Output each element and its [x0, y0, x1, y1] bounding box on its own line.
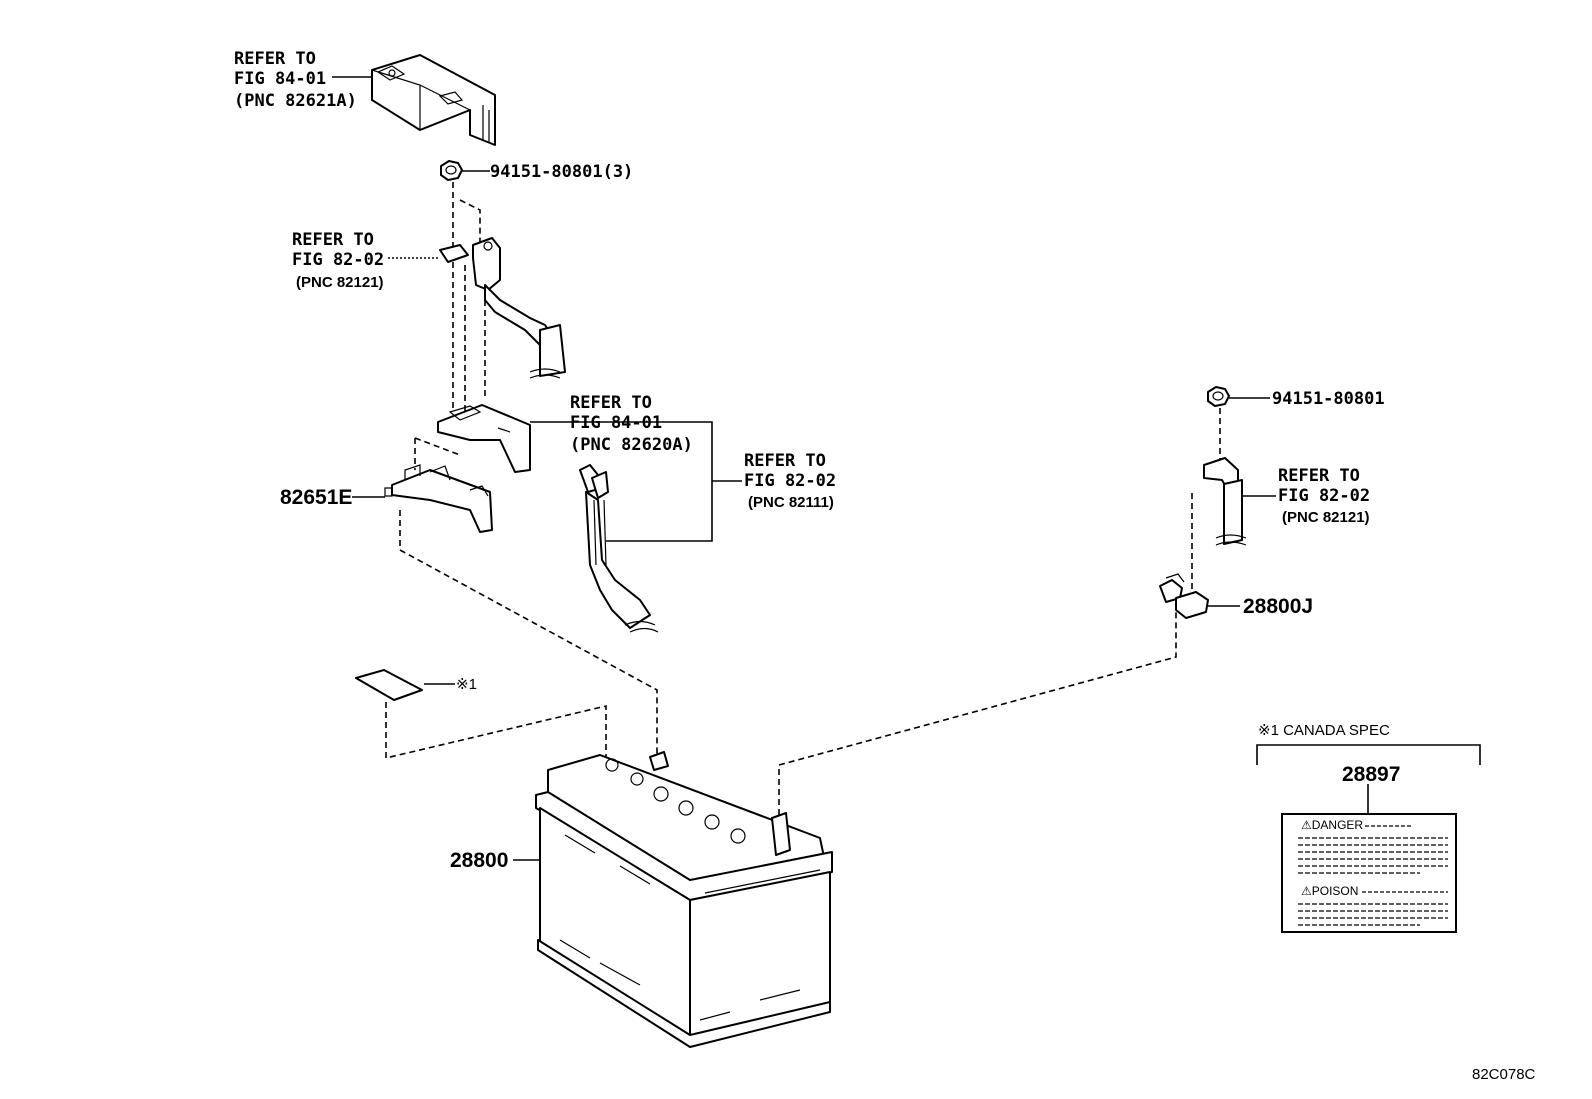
canada-label-part-number: 28897 — [1342, 763, 1400, 786]
neg-cable-ref-line2: FIG 82-02 — [292, 250, 384, 270]
battery-sensor-part — [1159, 573, 1209, 619]
poison-heading: ⚠POISON — [1301, 884, 1358, 898]
clamp-ref-line1: REFER TO — [570, 393, 652, 413]
clamp-ref-line3: (PNC 82620A) — [570, 435, 693, 455]
pos-cable-ref-line1: REFER TO — [744, 451, 826, 471]
cover-ref-line1: REFER TO — [234, 49, 316, 69]
danger-text-lines — [1298, 837, 1448, 874]
neg-cable-ref-line1: REFER TO — [292, 230, 374, 250]
sensor-label: 28800J — [1243, 595, 1313, 618]
poison-text-lines — [1298, 903, 1448, 926]
pos-cable-part — [579, 464, 659, 633]
battery-cover-part — [371, 54, 496, 146]
neg-cable-ref-line3: (PNC 82121) — [296, 274, 384, 291]
figure-id: 82C078C — [1472, 1066, 1536, 1083]
battery-clamp-part — [437, 404, 531, 473]
cover-ref-line3: (PNC 82621A) — [234, 91, 357, 111]
cover-ref-line2: FIG 84-01 — [234, 69, 326, 89]
note-mark-label: ※1 — [456, 676, 477, 693]
danger-heading: ⚠DANGER — [1301, 818, 1363, 832]
canada-spec-box: ※1 CANADA SPEC 28897 ⚠DANGER ⚠POISON — [1256, 722, 1481, 933]
right-cable-ref-line1: REFER TO — [1278, 466, 1360, 486]
nut-right-label: 94151-80801 — [1272, 389, 1385, 409]
nut-right-part — [1207, 386, 1230, 407]
terminal-block-label: 82651E — [280, 486, 352, 509]
canada-spec-title: ※1 CANADA SPEC — [1258, 722, 1390, 739]
battery-label: 28800 — [450, 849, 508, 872]
clamp-ref-line2: FIG 84-01 — [570, 413, 662, 433]
nut-top-label: 94151-80801(3) — [490, 162, 633, 182]
warning-label-sheet — [355, 669, 423, 701]
right-cable-ref-line3: (PNC 82121) — [1282, 509, 1370, 526]
pos-cable-ref-line3: (PNC 82111) — [748, 494, 834, 511]
pos-cable-ref-line2: FIG 82-02 — [744, 471, 836, 491]
right-cable-ref-line2: FIG 82-02 — [1278, 486, 1370, 506]
nut-top-part — [440, 160, 463, 181]
right-cable-part — [1203, 457, 1247, 546]
neg-cable-part — [439, 237, 566, 379]
battery-part — [535, 751, 833, 1048]
terminal-block-part — [384, 464, 493, 533]
